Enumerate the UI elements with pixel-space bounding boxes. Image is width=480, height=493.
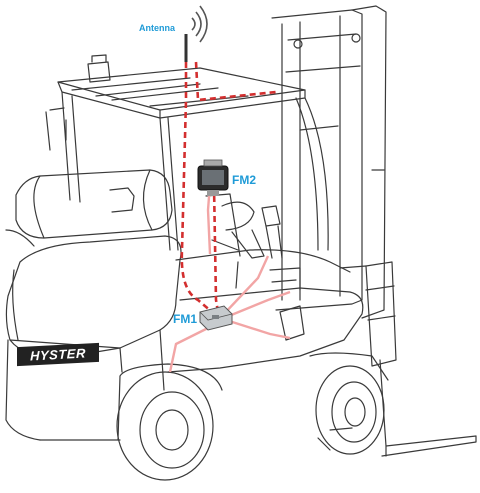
front-wheel — [309, 352, 389, 455]
fm2-device — [197, 159, 229, 196]
rear-wheel — [116, 363, 223, 481]
wiring-harness — [168, 183, 291, 373]
counterweight — [5, 235, 182, 441]
mast — [271, 5, 387, 319]
antenna — [184, 5, 208, 62]
overhead-guard — [45, 54, 329, 251]
body-side — [167, 193, 364, 373]
lpg-tank — [5, 169, 173, 247]
carriage — [339, 261, 397, 367]
fm1-label: FM1 — [173, 312, 197, 326]
fm2-label: FM2 — [232, 173, 256, 187]
antenna-label: Antenna — [139, 23, 175, 33]
fm1-device — [199, 305, 233, 331]
antenna-cable — [180, 61, 277, 313]
